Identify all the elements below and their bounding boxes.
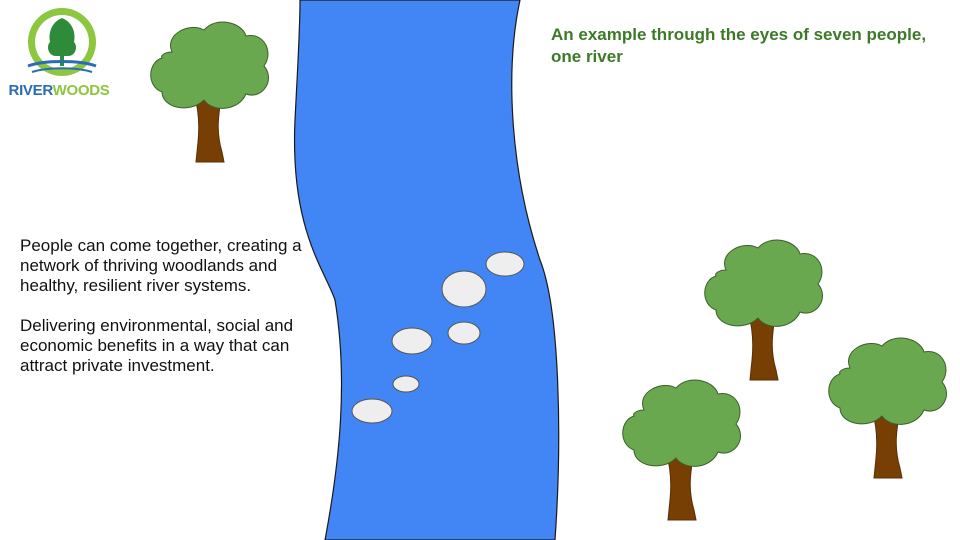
logo-text-river: RIVER [8, 82, 53, 99]
tree-icon [150, 21, 270, 163]
body-text: People can come together, creating a net… [20, 236, 310, 396]
tree-icon [828, 337, 948, 479]
stepping-stone [441, 270, 487, 308]
body-paragraph-1: People can come together, creating a net… [20, 236, 302, 295]
stepping-stone [447, 321, 481, 345]
tree-icon [622, 379, 742, 521]
logo-tree-icon [27, 8, 97, 76]
stepping-stones [351, 251, 525, 424]
body-paragraph-2: Delivering environmental, social and eco… [20, 316, 294, 375]
logo-wordmark: RIVERWOODS [4, 82, 114, 99]
slide-heading: An example through the eyes of seven peo… [551, 25, 927, 66]
tree-icon [704, 239, 824, 381]
riverwoods-logo: RIVERWOODS [4, 4, 114, 100]
stepping-stone [391, 327, 433, 355]
stepping-stone [392, 375, 420, 393]
stepping-stone [485, 251, 525, 277]
stepping-stone [351, 398, 393, 424]
logo-text-woods: WOODS [52, 82, 110, 99]
